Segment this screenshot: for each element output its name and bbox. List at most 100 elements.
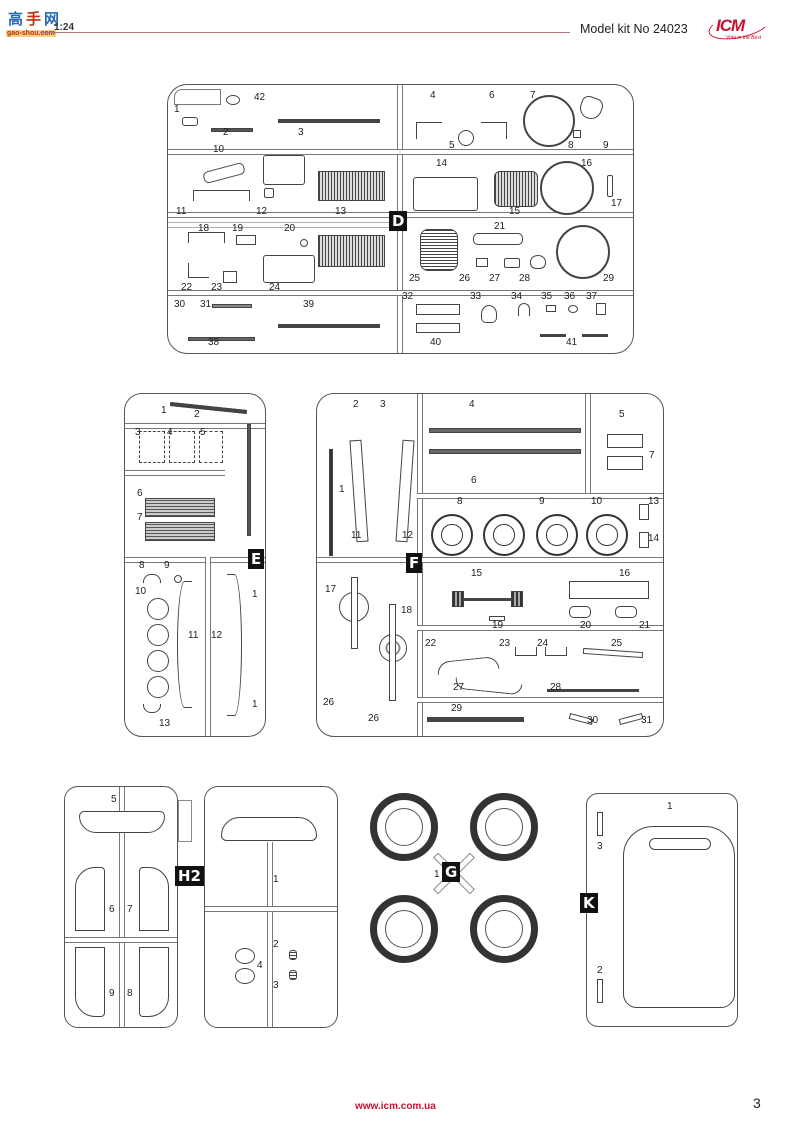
part-f25: [582, 647, 644, 659]
part-label: 6: [109, 904, 115, 915]
part-d29: [556, 225, 610, 279]
part-d4: [416, 122, 442, 139]
part-e10: [147, 598, 169, 620]
part-label: 9: [164, 560, 170, 571]
part-d25: [420, 229, 458, 271]
part-label: 1: [252, 589, 258, 600]
part-f13: [639, 504, 649, 520]
part-d33: [481, 305, 497, 323]
part-e5: [199, 431, 223, 463]
part-label: 27: [453, 682, 465, 693]
part-label: 5: [200, 427, 206, 438]
sprue-runner: [125, 470, 225, 476]
part-label: 8: [568, 140, 574, 151]
part-label: 40: [430, 337, 442, 348]
part-d34: [518, 303, 530, 316]
logo-url: gao-shou.com: [6, 30, 56, 37]
part-d14: [413, 177, 478, 211]
part-d2: [211, 128, 253, 132]
sprue-d: 42 1 2 3 10 11 12 13 18 19 20 22 23 24 3…: [167, 84, 634, 354]
sprue-f: 2 3 4 5 7 6 1 8 9 10 13 14 11 12 15 16 1…: [316, 393, 664, 737]
part-label: 28: [550, 682, 562, 693]
part-e7: [145, 522, 215, 541]
footer-website-link[interactable]: www.icm.com.ua: [355, 1101, 436, 1112]
sprue-runner: [205, 557, 211, 736]
part-label: 31: [200, 299, 212, 310]
part-label: 25: [611, 638, 623, 649]
part-label: 25: [409, 273, 421, 284]
sprue-runner: [267, 842, 273, 1027]
part-h2-lens: [289, 970, 297, 980]
part-f4: [429, 428, 581, 433]
part-h2-2: [235, 948, 255, 964]
part-label: 7: [127, 904, 133, 915]
part-f11: [349, 439, 369, 543]
part-f8: [431, 514, 473, 556]
part-d41: [582, 334, 608, 337]
part-h2-lens: [289, 950, 297, 960]
part-d3: [278, 119, 380, 123]
part-h2-7: [139, 867, 169, 931]
part-f29: [427, 717, 524, 722]
part-label: 11: [176, 206, 187, 217]
logo-char-1: 高: [8, 10, 24, 28]
part-label: 18: [198, 223, 210, 234]
part-f7: [607, 456, 643, 470]
part-h2-1: [221, 817, 317, 841]
part-d36: [568, 305, 578, 313]
sprue-h2-tab: [178, 800, 192, 842]
part-g1-tire: [370, 895, 438, 963]
part-d9: [576, 93, 606, 123]
part-d15: [494, 171, 538, 207]
sprue-runner: [417, 493, 663, 499]
part-label: 2: [273, 939, 279, 950]
part-k2: [597, 979, 603, 1003]
part-d41: [540, 334, 566, 337]
part-f28: [547, 689, 639, 692]
part-label: 17: [325, 584, 337, 595]
part-k1: [623, 826, 735, 1008]
part-label: 27: [489, 273, 501, 284]
part-d7: [523, 95, 575, 147]
part-d12: [264, 188, 274, 198]
part-label: 13: [648, 496, 660, 507]
part-label: 26: [459, 273, 471, 284]
part-label: 35: [541, 291, 553, 302]
part-d11: [193, 190, 250, 201]
sprue-g: 1: [350, 785, 550, 975]
part-label: 20: [580, 620, 592, 631]
part-label: 37: [586, 291, 598, 302]
part-label: 4: [430, 90, 436, 101]
sprue-runner: [205, 906, 337, 912]
part-label: 2: [597, 965, 603, 976]
part-k1-slot: [649, 838, 711, 850]
part-label: 42: [254, 92, 266, 103]
part-label: 36: [564, 291, 576, 302]
part-label: 2: [353, 399, 359, 410]
part-e8: [143, 574, 161, 583]
page-number: 3: [753, 1095, 761, 1111]
part-label: 7: [649, 450, 655, 461]
part-label: 1: [174, 104, 180, 115]
part-label: 24: [269, 282, 281, 293]
sprue-tab: [174, 89, 221, 105]
header-rule: [40, 32, 570, 33]
part-h2-8: [139, 947, 169, 1017]
scale-label: 1:24: [54, 22, 75, 33]
part-d24: [263, 255, 315, 283]
part-d-engine-block: [318, 235, 385, 267]
part-f12: [395, 439, 415, 543]
part-label: 8: [457, 496, 463, 507]
part-label: 14: [648, 533, 660, 544]
part-e10: [147, 624, 169, 646]
part-e3: [139, 431, 165, 463]
part-f10: [586, 514, 628, 556]
part-d28: [530, 255, 546, 269]
part-d42: [226, 95, 240, 105]
part-e2-rail: [247, 424, 251, 536]
part-d39: [278, 324, 380, 328]
part-d-gearbox: [263, 155, 305, 185]
part-e4: [169, 431, 195, 463]
part-label: 13: [335, 206, 347, 217]
part-d8: [573, 130, 581, 138]
